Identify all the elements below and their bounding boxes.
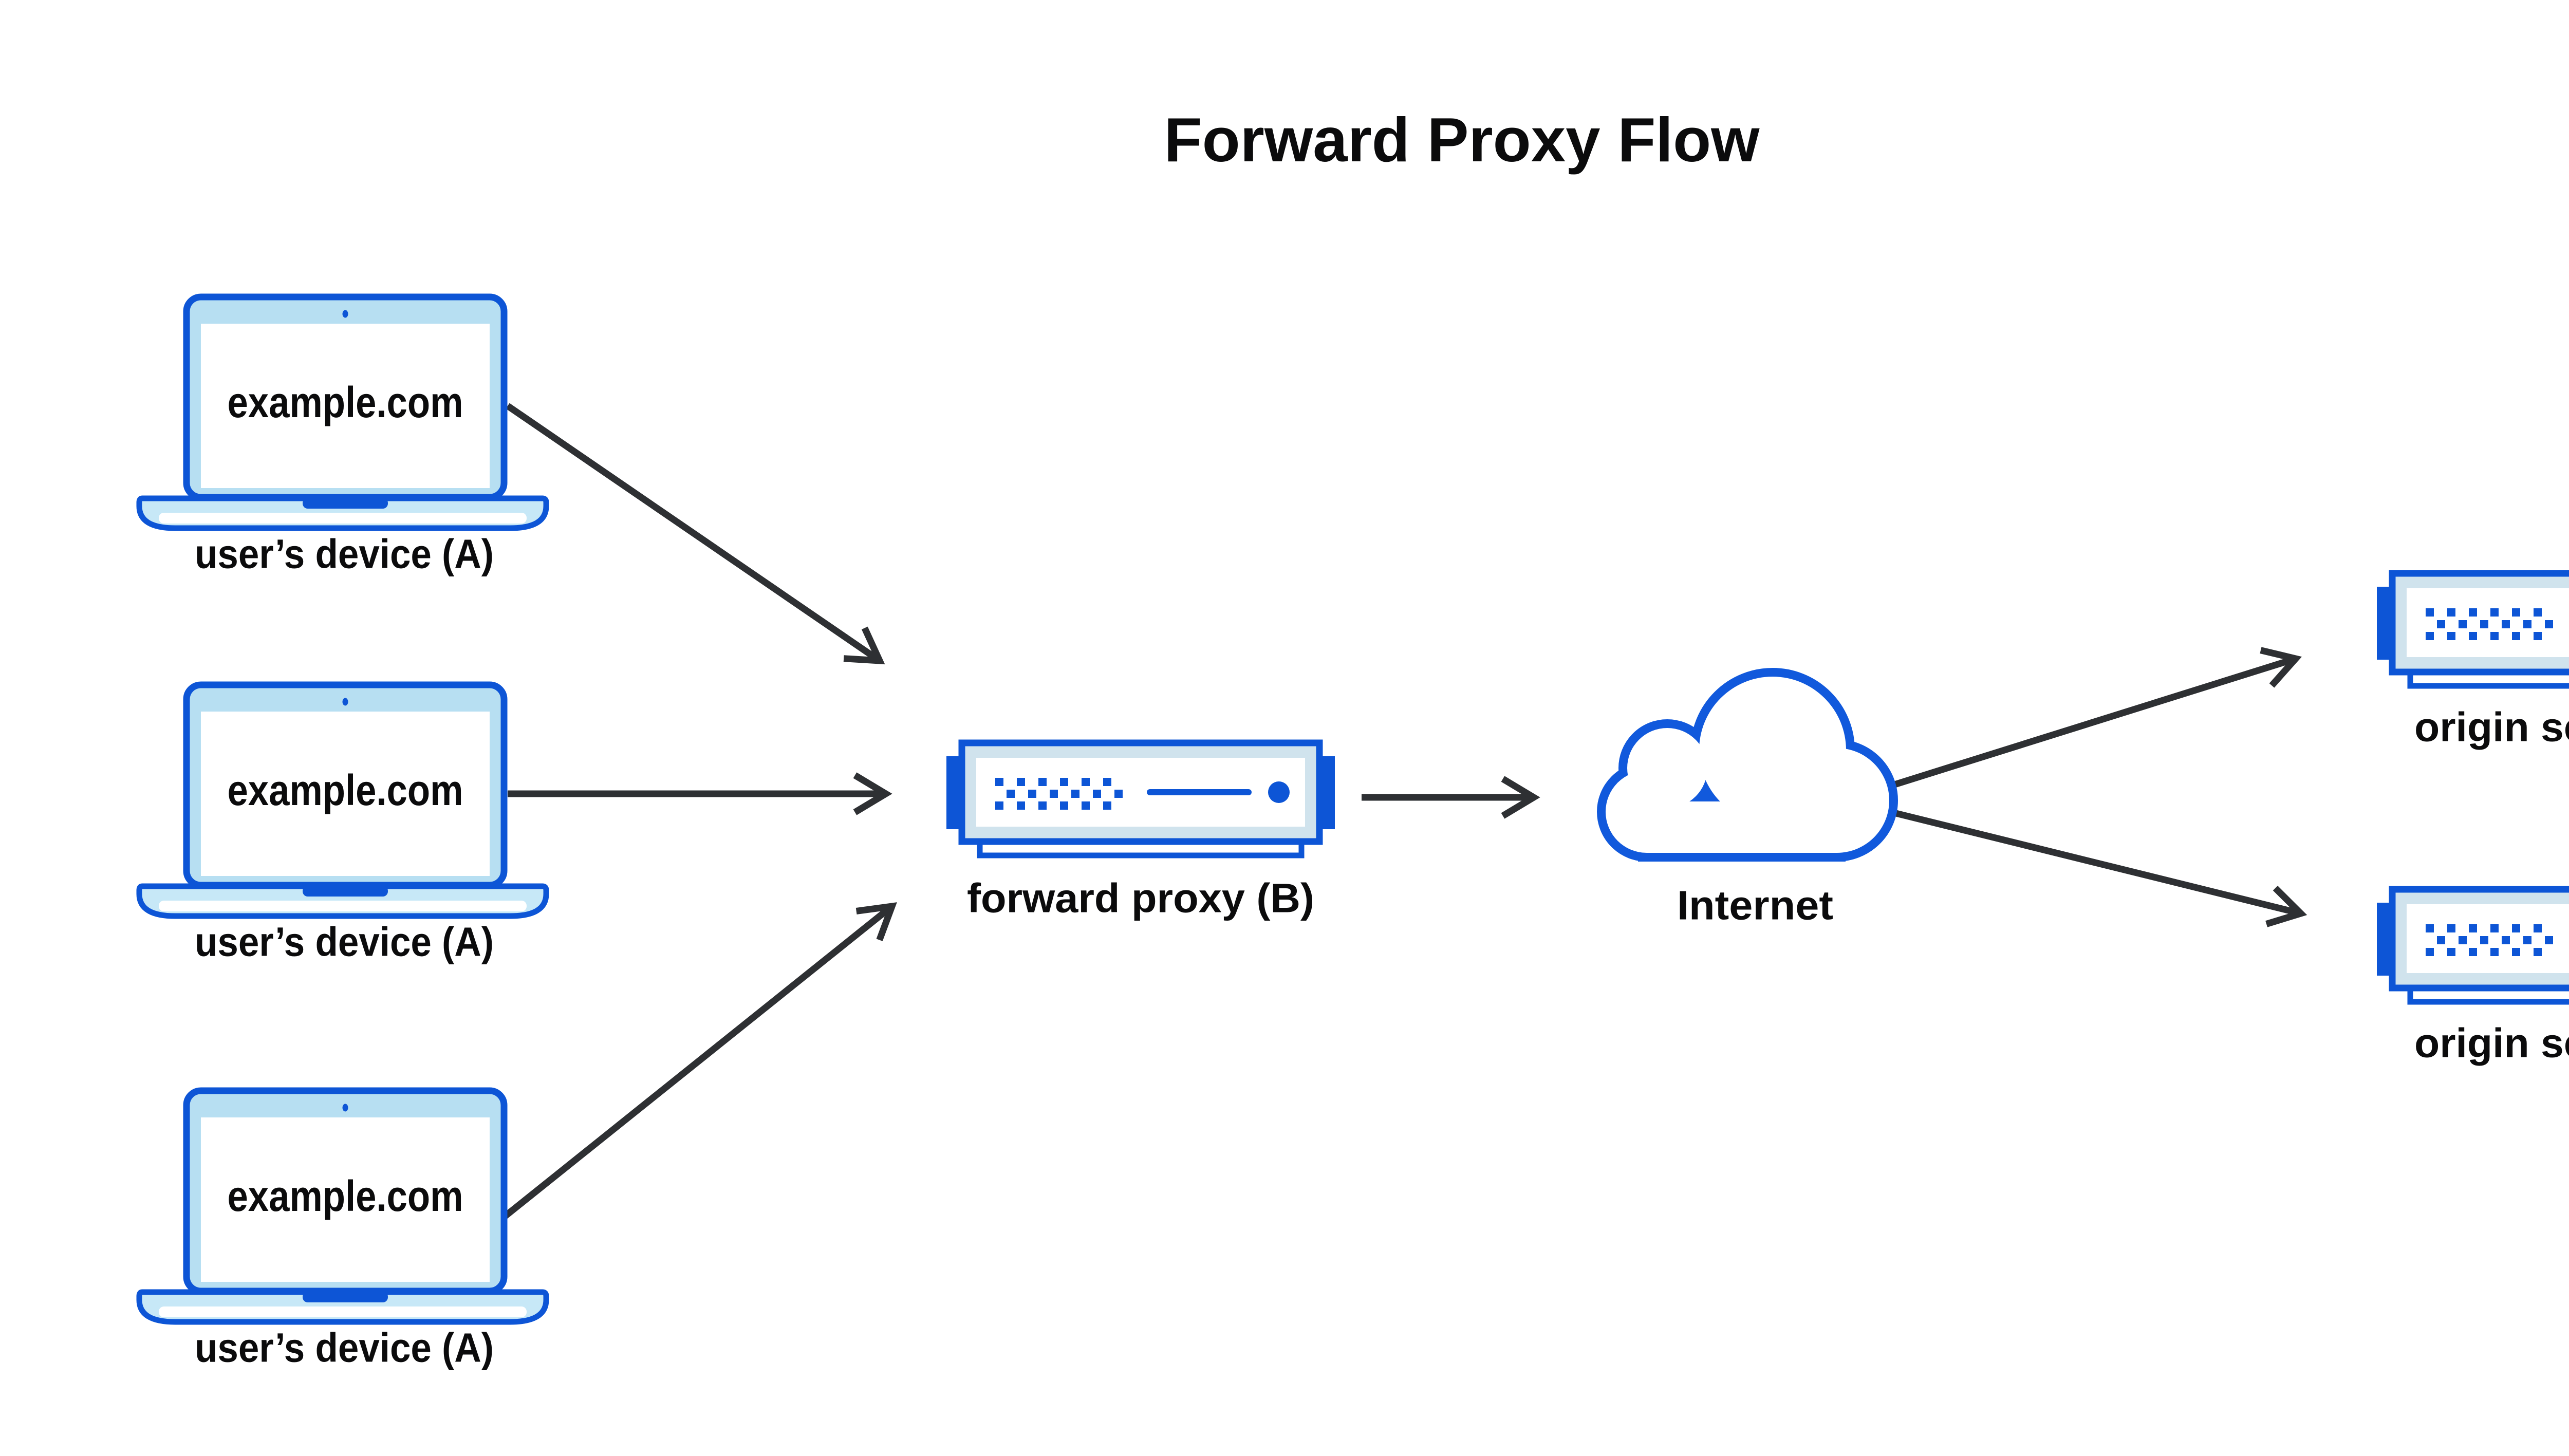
arrowhead-device-1-to-forward-proxy [843,626,885,665]
device-2-screen-url: example.com [228,766,463,814]
device-3-screen-url: example.com [228,1172,463,1220]
cloud-fill [1606,677,1889,853]
page-title: Forward Proxy Flow [1164,105,1760,175]
internet-label: Internet [1677,883,1833,928]
arrowhead-device-2-to-forward-proxy [853,772,892,815]
arrow-device-1-to-forward-proxy [506,403,882,664]
device-1-label: user’s device (A) [195,531,494,577]
origin-server-1-icon [2377,573,2569,686]
device-3-label: user’s device (A) [195,1325,494,1371]
arrowhead-device-3-to-forward-proxy [855,902,897,941]
cloud-icon [1597,668,1898,862]
connection-arrows [502,403,2307,1220]
origin-server-2-label: origin server (C) [2414,1020,2569,1066]
forward-proxy-label: forward proxy (B) [967,875,1314,921]
forward-proxy-server-icon [946,743,1335,855]
device-2-label: user’s device (A) [195,919,494,965]
device-1-screen-url: example.com [228,378,463,426]
origin-server-2-icon [2377,889,2569,1002]
arrowhead-internet-to-origin-2 [2265,886,2307,927]
origin-server-1-label: origin server (C) [2414,704,2569,750]
arrow-internet-to-origin-1 [1889,655,2297,790]
arrow-internet-to-origin-2 [1893,809,2302,917]
arrowhead-forward-proxy-to-internet [1501,776,1540,819]
arrowhead-internet-to-origin-1 [2260,647,2302,688]
arrow-device-3-to-forward-proxy [502,903,895,1220]
